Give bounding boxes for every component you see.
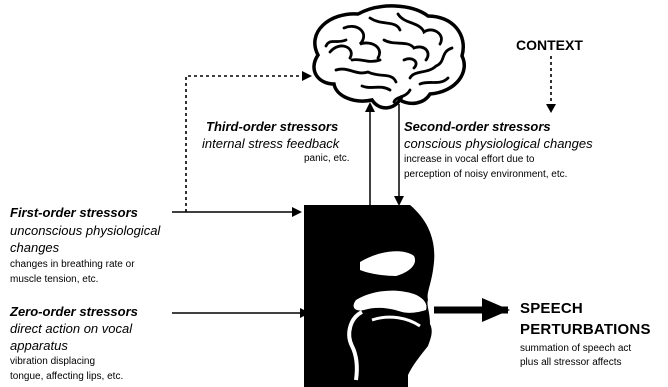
output-title-line2: PERTURBATIONS (520, 322, 651, 337)
context-label: CONTEXT (516, 38, 583, 52)
first-order-title: First-order stressors (10, 206, 138, 219)
zero-order-subtitle-line1: direct action on vocal (10, 322, 132, 335)
first-order-subtitle-line2: changes (10, 241, 59, 254)
context-dotted-arrow (546, 56, 556, 113)
third-order-example: panic, etc. (304, 154, 350, 164)
second-order-title: Second-order stressors (404, 120, 551, 133)
brain-icon (314, 6, 464, 108)
third-order-subtitle: internal stress feedback (202, 137, 339, 150)
third-order-title: Third-order stressors (206, 120, 338, 133)
zero-order-example-line1: vibration displacing (10, 357, 95, 367)
first-order-example-line2: muscle tension, etc. (10, 275, 98, 285)
zero-order-example-line2: tongue, affecting lips, etc. (10, 372, 123, 382)
head-silhouette-icon (304, 205, 434, 387)
second-order-example-line2: perception of noisy environment, etc. (404, 170, 567, 180)
first-order-example-line1: changes in breathing rate or (10, 260, 135, 270)
second-order-example-line1: increase in vocal effort due to (404, 155, 534, 165)
first-order-subtitle-line1: unconscious physiological (10, 224, 160, 237)
output-desc-line1: summation of speech act (520, 344, 631, 354)
zero-order-title: Zero-order stressors (10, 305, 138, 318)
output-title-line1: SPEECH (520, 301, 583, 316)
second-order-subtitle: conscious physiological changes (404, 137, 593, 150)
zero-order-subtitle-line2: apparatus (10, 339, 68, 352)
output-desc-line2: plus all stressor affects (520, 358, 622, 368)
